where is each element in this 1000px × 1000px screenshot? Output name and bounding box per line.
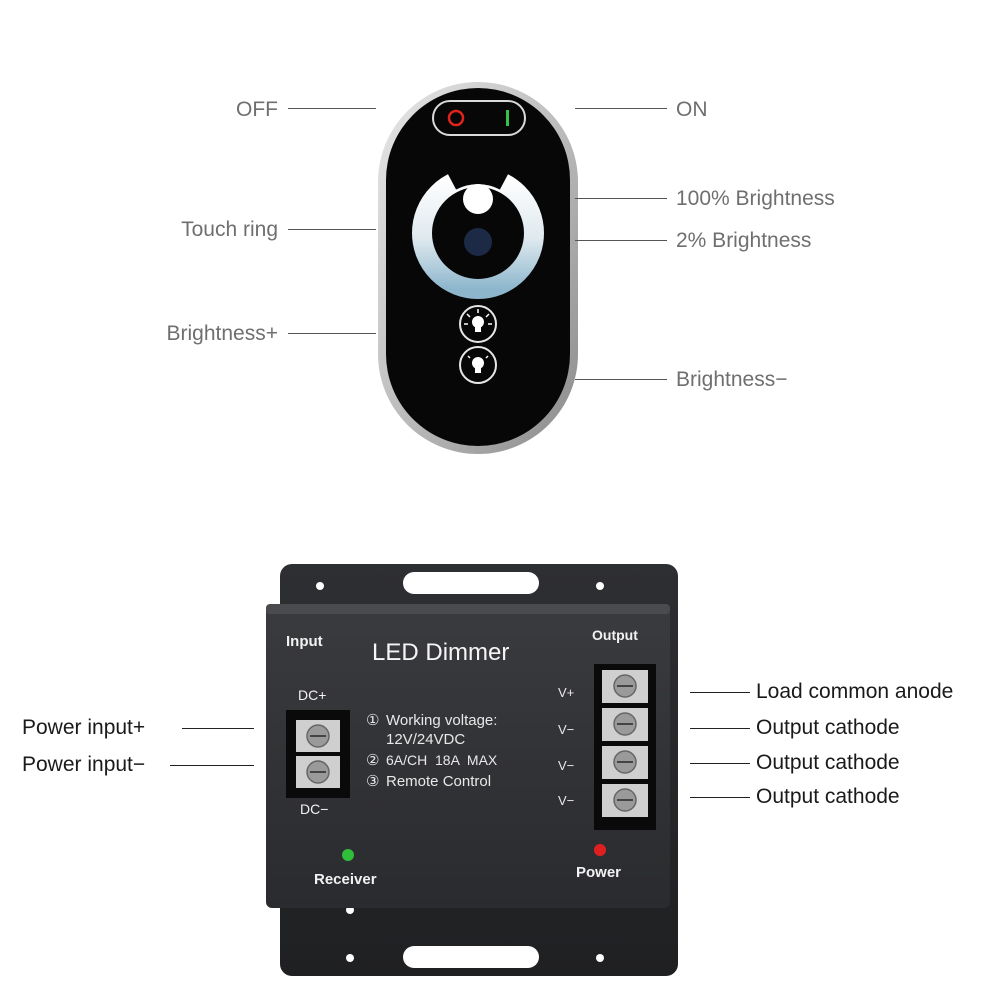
leader-power-input-plus xyxy=(182,728,254,729)
led-dimmer-unit: Input Output LED Dimmer DC+ DC− V+ V− V−… xyxy=(266,564,678,976)
label-output-cathode: Output cathode xyxy=(756,751,900,774)
mounting-slot-top xyxy=(403,572,539,594)
leader-output-cathode xyxy=(690,797,750,798)
leader-off xyxy=(288,108,376,109)
dimmer-title: LED Dimmer xyxy=(372,639,509,666)
bulb-icon xyxy=(467,355,489,373)
screw-terminal[interactable] xyxy=(602,670,648,703)
leader-brightness-plus xyxy=(288,333,376,334)
label-output-cathode: Output cathode xyxy=(756,785,900,808)
mounting-hole xyxy=(316,582,324,590)
label-touch-ring: Touch ring xyxy=(181,218,278,241)
leader-touch-ring xyxy=(288,229,376,230)
output-terminal-label: V− xyxy=(558,722,574,737)
dim-light-button[interactable] xyxy=(464,228,492,256)
input-label: Input xyxy=(286,633,323,650)
spec-text: 6A/CH 18A MAX xyxy=(386,752,498,768)
label-brightness-minus: Brightness− xyxy=(676,368,788,391)
leader-100-brightness xyxy=(575,198,667,199)
label-brightness-plus: Brightness+ xyxy=(166,322,278,345)
leader-on xyxy=(575,108,667,109)
mounting-hole xyxy=(596,582,604,590)
on-button[interactable] xyxy=(506,110,509,126)
screw-terminal[interactable] xyxy=(296,756,340,788)
label-off: OFF xyxy=(236,98,278,121)
output-terminal-label: V− xyxy=(558,758,574,773)
output-terminal-label: V− xyxy=(558,793,574,808)
label-power-input-minus: Power input− xyxy=(22,753,146,776)
mounting-hole xyxy=(346,954,354,962)
dimmer-body xyxy=(266,604,670,908)
mounting-slot-bottom xyxy=(403,946,539,968)
power-label: Power xyxy=(576,864,621,881)
brightness-minus-button[interactable] xyxy=(459,346,497,384)
receiver-led xyxy=(342,849,354,861)
off-button[interactable] xyxy=(447,109,465,127)
brightness-plus-button[interactable] xyxy=(459,305,497,343)
label-2-brightness: 2% Brightness xyxy=(676,229,812,252)
leader-load-common-anode xyxy=(690,692,750,693)
power-switch[interactable] xyxy=(432,100,526,136)
leader-2-brightness xyxy=(575,240,667,241)
dc-minus-label: DC− xyxy=(300,801,328,817)
label-output-cathode: Output cathode xyxy=(756,716,900,739)
leader-brightness-minus xyxy=(575,379,667,380)
spec-number: ② xyxy=(366,752,379,769)
spec-text: Working voltage: xyxy=(386,712,497,729)
remote-control: DC xyxy=(378,82,578,454)
receiver-label: Receiver xyxy=(314,871,377,888)
remote-face xyxy=(386,88,570,446)
spec-text: 12V/24VDC xyxy=(386,731,465,748)
label-load-common-anode: Load common anode xyxy=(756,680,954,703)
output-terminal-label: V+ xyxy=(558,685,574,700)
screw-terminal[interactable] xyxy=(602,708,648,741)
leader-output-cathode xyxy=(690,763,750,764)
label-power-input-plus: Power input+ xyxy=(22,716,146,739)
leader-output-cathode xyxy=(690,728,750,729)
label-on: ON xyxy=(676,98,708,121)
touch-ring-gap xyxy=(443,158,513,190)
power-led xyxy=(594,844,606,856)
output-label: Output xyxy=(592,627,638,643)
spec-number: ③ xyxy=(366,773,379,790)
white-light-button[interactable] xyxy=(463,184,493,214)
spec-text: Remote Control xyxy=(386,773,491,790)
bulb-icon xyxy=(464,309,492,332)
dc-plus-label: DC+ xyxy=(298,687,326,703)
dimmer-top-edge xyxy=(266,604,670,614)
spec-number: ① xyxy=(366,712,379,729)
screw-terminal[interactable] xyxy=(602,784,648,817)
screw-terminal[interactable] xyxy=(296,720,340,752)
leader-power-input-minus xyxy=(170,765,254,766)
label-100-brightness: 100% Brightness xyxy=(676,187,835,210)
screw-terminal[interactable] xyxy=(602,746,648,779)
mounting-hole xyxy=(596,954,604,962)
